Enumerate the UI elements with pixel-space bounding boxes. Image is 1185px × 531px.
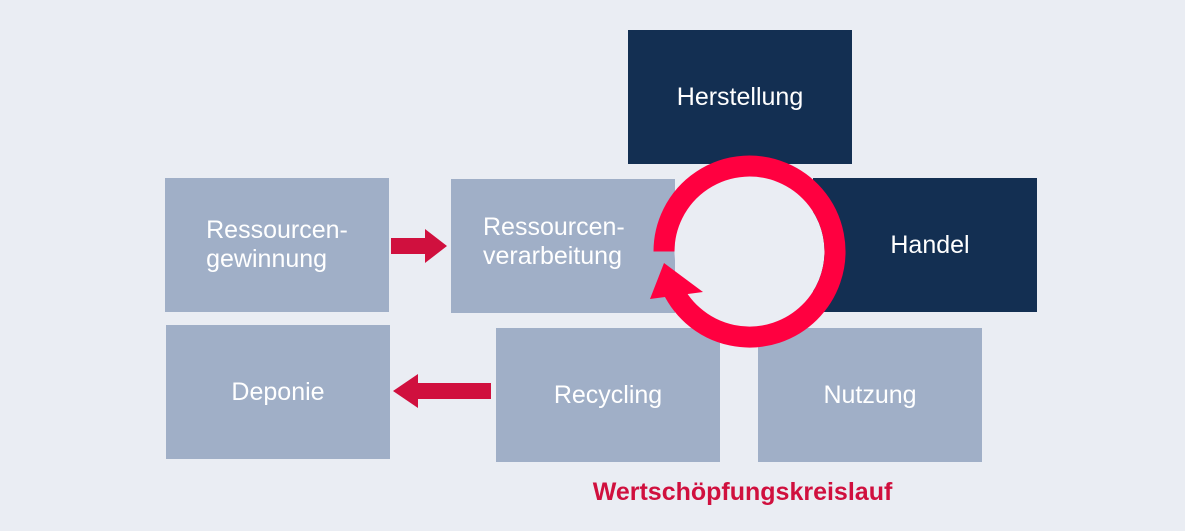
stage-label: Nutzung [823, 380, 917, 409]
stage-ressourcenverarbeitung: Ressourcen- verarbeitung [451, 179, 675, 313]
stage-label: Recycling [553, 380, 663, 409]
stage-ressourcengewinnung: Ressourcen- gewinnung [165, 178, 389, 312]
diagram-title: Wertschöpfungskreislauf [592, 478, 893, 506]
arrow-left-icon [393, 374, 491, 408]
stage-deponie: Deponie [166, 325, 390, 459]
stage-label: Deponie [231, 377, 325, 406]
cycle-arrow-icon [653, 155, 846, 348]
stage-nutzung: Nutzung [758, 328, 982, 462]
cycle-center [674, 176, 825, 327]
stage-recycling: Recycling [496, 328, 720, 462]
stage-herstellung: Herstellung [628, 30, 852, 164]
stage-label: Handel [890, 230, 970, 259]
stage-label: Ressourcen- verarbeitung [483, 213, 625, 270]
stage-handel: Handel [813, 178, 1037, 312]
stage-label: Ressourcen- gewinnung [206, 216, 348, 273]
stage-label: Herstellung [676, 82, 804, 111]
cycle-arrowhead-icon [650, 263, 703, 299]
arrow-right-icon [391, 229, 447, 263]
